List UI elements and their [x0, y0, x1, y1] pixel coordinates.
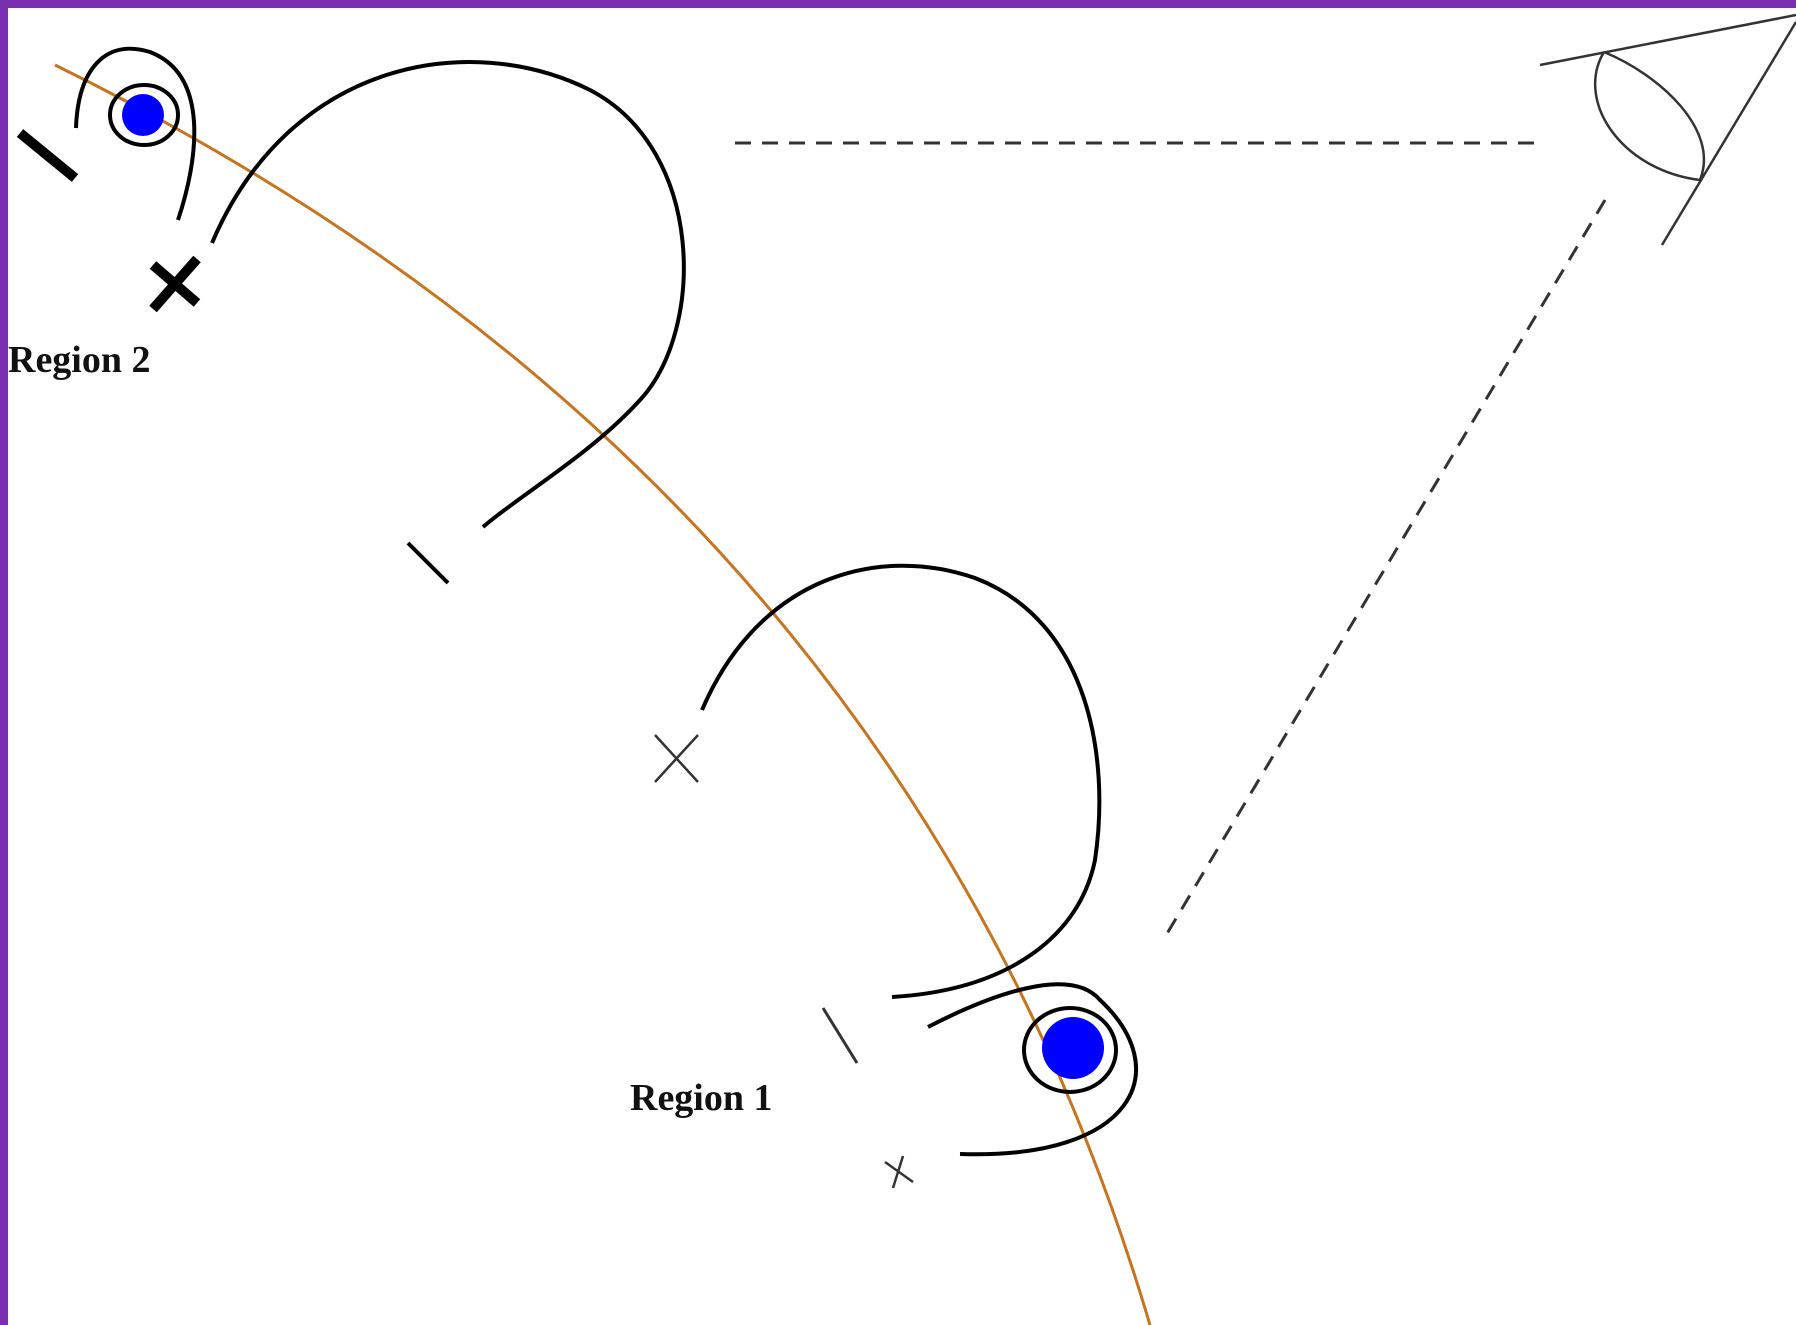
region1-footpoint-ring	[1022, 1006, 1118, 1094]
region1-small-loop	[927, 982, 1138, 1157]
region-2-label: Region 2	[8, 339, 151, 381]
diagram-frame: Region 2 Region 1	[8, 8, 1796, 1325]
region2-large-loop	[210, 60, 686, 529]
sight-line-lower	[1163, 199, 1607, 938]
region1-large-loop	[700, 563, 1102, 999]
region1-plus-sign	[884, 1155, 914, 1189]
region1-cross-sign	[654, 734, 699, 783]
region2-minus-sign	[16, 129, 79, 182]
orbit-curve	[54, 63, 1152, 1325]
region2-outer-minus-sign	[406, 541, 450, 585]
region2-small-loop	[74, 46, 197, 221]
region-1-label: Region 1	[630, 1077, 773, 1119]
eye-icon	[1539, 13, 1796, 246]
region2-plus-sign	[149, 255, 201, 313]
region1-minus-sign	[821, 1007, 859, 1064]
region2-footpoint-ring	[108, 83, 180, 147]
region2-footpoint	[122, 94, 164, 136]
diagram-canvas: Region 2 Region 1	[8, 13, 1796, 1325]
region1-footpoint	[1042, 1017, 1104, 1079]
